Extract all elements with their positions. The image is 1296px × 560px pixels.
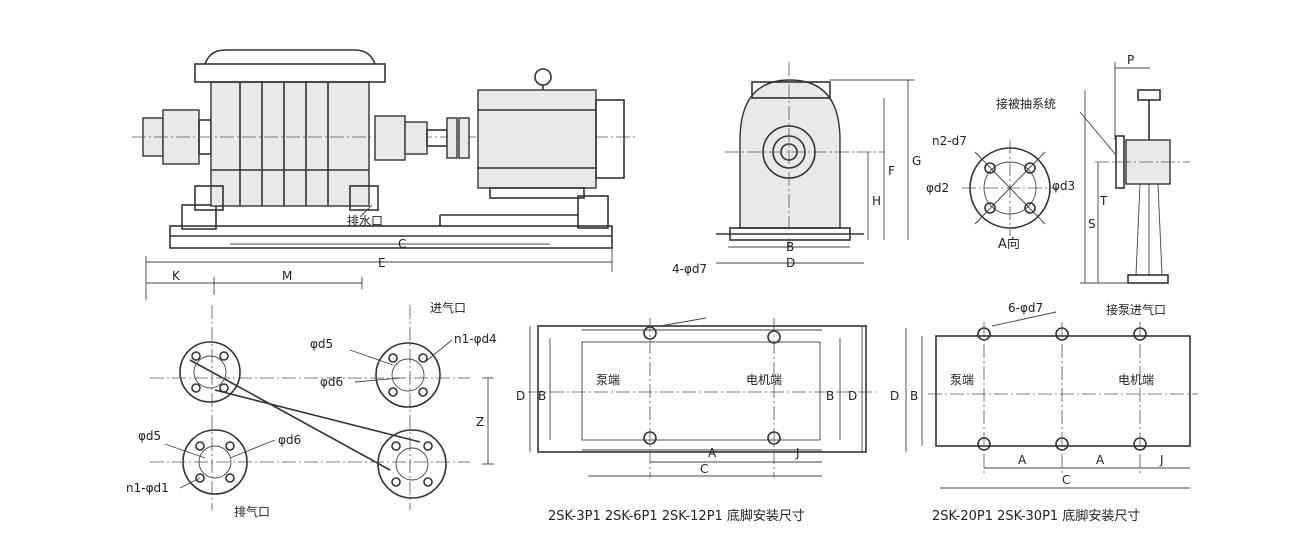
dim-c-label: C	[398, 237, 406, 251]
side-view: 排水口 C E K M	[132, 49, 635, 300]
flange-n1d1-label: n1-φd1	[126, 481, 169, 495]
pump-inlet-label: 接泵进气口	[1106, 302, 1166, 317]
large-dim-j: J	[1159, 453, 1164, 467]
flange-d5-bottom-label: φd5	[138, 429, 161, 443]
small-pump-end-label: 泵端	[596, 373, 620, 387]
end-dim-b-label: B	[786, 240, 794, 254]
small-dim-b-left: B	[538, 389, 546, 403]
base-large-view: 6-φd7 泵端 电机端 D B A A J C 2SK-20P1 2SK-30…	[890, 301, 1198, 524]
end-dim-g-label: G	[912, 154, 921, 168]
end-dim-d-label: D	[786, 256, 795, 270]
large-hole-label: 6-φd7	[1008, 301, 1043, 315]
flange-d6-bottom-label: φd6	[278, 433, 301, 447]
pump-dim-p-label: P	[1127, 53, 1134, 67]
small-dim-j: J	[795, 446, 800, 460]
small-base-caption: 2SK-3P1 2SK-6P1 2SK-12P1 底脚安装尺寸	[548, 508, 805, 524]
large-dim-b: B	[910, 389, 918, 403]
view-a: n2-d7 φd2 φd3 A向	[926, 134, 1075, 252]
large-pump-end-label: 泵端	[950, 373, 974, 387]
small-dim-a: A	[708, 446, 717, 460]
flange-top-left	[179, 341, 241, 403]
hole-count-label: 4-φd7	[672, 262, 707, 276]
flange-n1d4-label: n1-φd4	[454, 332, 497, 346]
pump-dim-t-label: T	[1099, 194, 1108, 208]
flange-d5-top-label: φd5	[310, 337, 333, 351]
large-dim-a1: A	[1018, 453, 1027, 467]
flange-dim-z-label: Z	[476, 415, 484, 429]
flange-d6-top-label: φd6	[320, 375, 343, 389]
view-a-d2-label: φd2	[926, 181, 949, 195]
view-a-d3-label: φd3	[1052, 179, 1075, 193]
dim-e-label: E	[378, 256, 386, 270]
end-dim-f-label: F	[888, 164, 895, 178]
pump-dim-s-label: S	[1088, 217, 1096, 231]
large-dim-d: D	[890, 389, 899, 403]
connect-system-label: 接被抽系统	[996, 96, 1056, 111]
flange-bottom-left	[182, 429, 248, 495]
large-base-caption: 2SK-20P1 2SK-30P1 底脚安装尺寸	[932, 508, 1140, 524]
view-a-caption: A向	[998, 236, 1020, 252]
exhaust-port-label: 排水口	[347, 214, 383, 228]
flange-top-right	[375, 342, 441, 408]
small-dim-d-right: D	[848, 389, 857, 403]
flange-bottom-right	[377, 429, 447, 499]
small-dim-b-right: B	[826, 389, 834, 403]
small-dim-d-left: D	[516, 389, 525, 403]
flange-view: Z 进气口 φd5 φd6 n1-φd4 φd5 φd6 n1-φd1 排气口	[126, 300, 497, 519]
dim-k-label: K	[172, 269, 181, 283]
end-dim-h-label: H	[872, 194, 881, 208]
small-dim-c: C	[700, 462, 708, 476]
large-motor-end-label: 电机端	[1118, 373, 1154, 387]
exhaust-outlet-label: 排气口	[234, 504, 270, 519]
base-small-view: 泵端 电机端 D B B D A J C 2SK-3P1 2SK-6P1 2SK…	[516, 317, 876, 524]
dim-m-label: M	[282, 269, 292, 283]
large-dim-a2: A	[1096, 453, 1105, 467]
end-view: B D 4-φd7 H F G	[672, 62, 921, 276]
large-dim-c: C	[1062, 473, 1070, 487]
view-a-n2d7-label: n2-d7	[932, 134, 967, 148]
small-motor-end-label: 电机端	[746, 373, 782, 387]
pump-side-view: P S T 接被抽系统 接泵进气口	[996, 53, 1190, 317]
inlet-port-label: 进气口	[430, 300, 466, 315]
